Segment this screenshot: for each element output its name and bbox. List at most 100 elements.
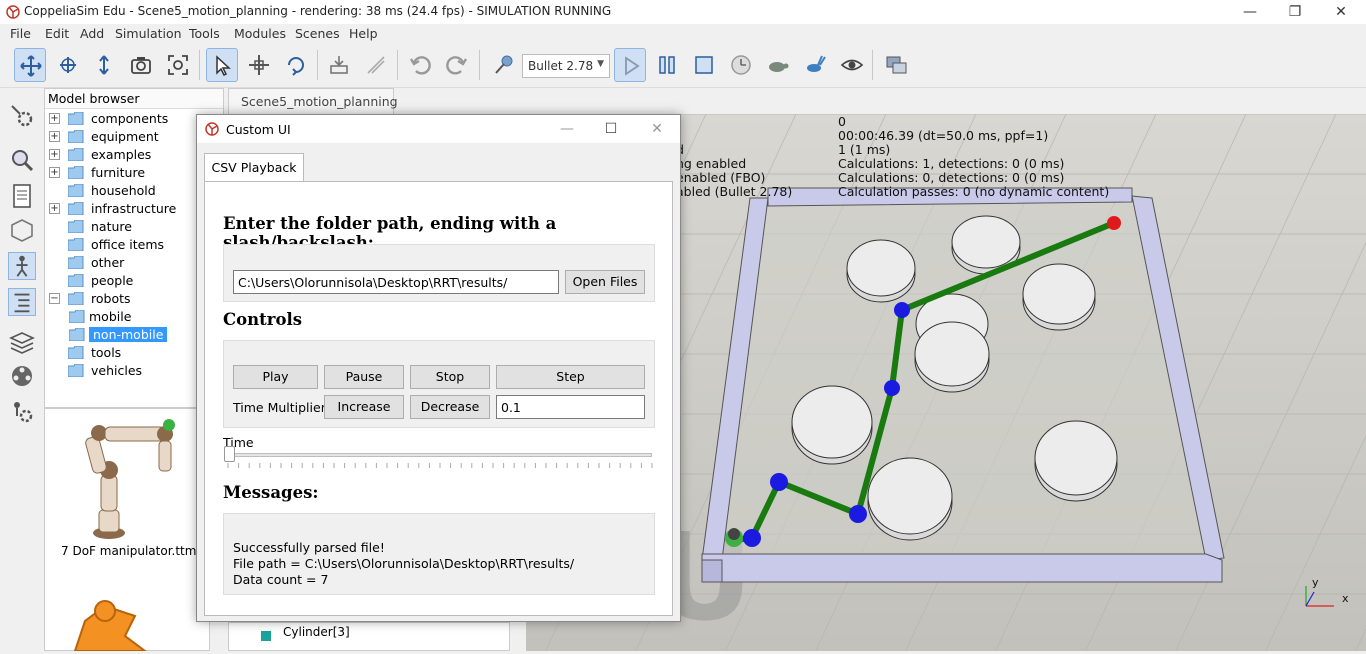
left-toolbar [0,88,44,651]
redo-button[interactable] [441,48,473,82]
dialog-title: Custom UI [226,122,291,137]
undo-button[interactable] [404,48,436,82]
tree-expander-icon[interactable]: + [49,149,60,160]
physics-engine-select[interactable]: Bullet 2.78 ▼ [522,54,610,78]
model-tree-item-label: non-mobile [89,327,168,342]
dialog-close-button[interactable]: ✕ [651,121,663,137]
decrease-button[interactable]: Decrease [410,395,490,419]
visualization-toggle-button[interactable] [836,48,868,82]
folder-icon [68,346,84,359]
menu-modules[interactable]: Modules [234,26,286,41]
user-settings-icon[interactable] [8,398,36,426]
object-select-button[interactable] [206,48,238,82]
manipulator-thumbnail-icon[interactable] [65,415,185,545]
start-simulation-button[interactable] [614,48,646,82]
menu-simulation[interactable]: Simulation [115,26,182,41]
windows-icon [886,56,907,74]
transfer-dna-button[interactable] [360,48,392,82]
open-files-button[interactable]: Open Files [565,270,645,294]
model-tree-item-label: nature [91,219,132,234]
time-multiplier-input[interactable]: 0.1 [496,395,645,419]
menu-bar: File Edit Add Simulation Tools Modules S… [0,24,1366,44]
model-browser-panel: Model browser +components+equipment+exam… [44,88,224,408]
model-browser-icon[interactable] [8,252,36,280]
title-bar: CoppeliaSim Edu - Scene5_motion_planning… [0,0,1366,24]
clock-icon [731,55,751,75]
dialog-maximize-button[interactable]: ☐ [604,121,618,137]
camera-icon [131,57,151,74]
menu-help[interactable]: Help [349,26,378,41]
model-tree-item-label: office items [91,237,165,252]
object-shift-button[interactable] [243,48,275,82]
close-button[interactable]: ✕ [1335,4,1347,20]
chevron-down-icon: ▼ [597,59,604,69]
folder-icon [68,112,84,125]
dialog-title-bar[interactable]: Custom UI — ☐ ✕ [197,115,680,143]
tree-expander-icon[interactable]: + [49,131,60,142]
tree-expander-icon[interactable]: + [49,113,60,124]
folder-path-group: C:\Users\Olorunnisola\Desktop\RRT\result… [223,244,655,302]
vertical-arrows-icon [99,55,109,75]
menu-file[interactable]: File [10,26,31,41]
layers-icon[interactable] [8,328,36,356]
restore-button[interactable]: ❐ [1288,4,1302,20]
camera-shift-button[interactable] [88,48,120,82]
toolbar: Bullet 2.78 ▼ [0,44,1366,88]
tree-expander-icon[interactable]: + [49,203,60,214]
pause-button[interactable]: Pause [324,365,404,389]
video-recorder-icon[interactable] [8,362,36,390]
folder-path-input[interactable]: C:\Users\Olorunnisola\Desktop\RRT\result… [233,270,559,294]
stop-simulation-button[interactable] [688,48,720,82]
menu-tools[interactable]: Tools [189,26,220,41]
pause-simulation-button[interactable] [651,48,683,82]
slow-down-button[interactable] [762,48,794,82]
custom-ui-dialog: Custom UI — ☐ ✕ CSV Playback Enter the f… [196,114,681,622]
folder-icon [68,184,84,197]
dialog-minimize-button[interactable]: — [560,121,574,137]
fit-to-view-button[interactable] [162,48,194,82]
coppeliasim-logo-icon [205,122,219,136]
tab-csv-playback[interactable]: CSV Playback [204,153,304,181]
object-properties-icon[interactable] [8,102,36,130]
tree-expander-icon[interactable]: + [49,167,60,178]
model-preview-caption[interactable]: 7 DoF manipulator.ttm [61,544,197,558]
menu-edit[interactable]: Edit [45,26,70,41]
scene-hierarchy-icon[interactable] [8,288,36,316]
model-tree-item-label: equipment [91,129,159,144]
time-slider-thumb[interactable] [224,446,235,462]
pause-icon [659,56,675,74]
step-button[interactable]: Step [496,365,645,389]
speed-up-button[interactable] [799,48,831,82]
dynamics-settings-button[interactable] [488,48,520,82]
shapes-icon[interactable] [8,216,36,244]
axis-y-label: y [1312,576,1319,589]
toolbar-separator [479,50,480,80]
industrial-robot-thumbnail-icon[interactable] [65,591,185,651]
collections-icon[interactable] [8,182,36,210]
increase-button[interactable]: Increase [324,395,404,419]
model-tree-item-label: people [91,273,134,288]
toolbar-separator [199,50,200,80]
page-selector-button[interactable] [880,48,912,82]
time-slider-track[interactable] [224,453,652,457]
object-rotate-button[interactable] [280,48,312,82]
cursor-icon [216,55,231,77]
model-preview-panel: 7 DoF manipulator.ttm [44,408,210,651]
time-multiplier-label: Time Multiplier [233,400,326,415]
model-tree-item-label: vehicles [91,363,143,378]
tree-expander-icon[interactable]: − [49,293,60,304]
scene-tab[interactable]: Scene5_motion_planning [228,88,398,114]
camera-rotate-button[interactable] [52,48,84,82]
camera-pan-button[interactable] [14,48,46,82]
hierarchy-item-label[interactable]: Cylinder[3] [283,625,350,639]
camera-angle-button[interactable] [125,48,157,82]
menu-scenes[interactable]: Scenes [295,26,340,41]
minimize-button[interactable]: — [1243,4,1257,20]
play-button[interactable]: Play [233,365,318,389]
stop-button[interactable]: Stop [410,365,490,389]
toolbar-separator [397,50,398,80]
assemble-button[interactable] [323,48,355,82]
calculation-modules-icon[interactable] [8,146,36,174]
menu-add[interactable]: Add [80,26,105,41]
real-time-button[interactable] [725,48,757,82]
